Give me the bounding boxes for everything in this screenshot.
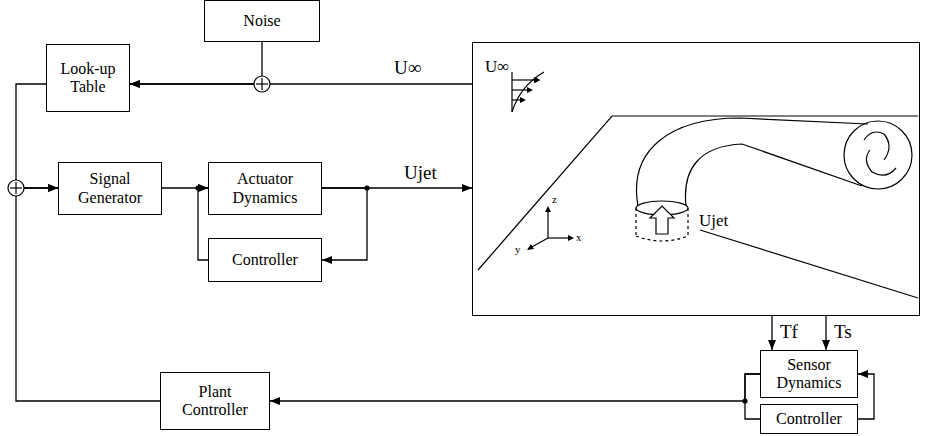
axis-label: y (515, 244, 521, 255)
signal-line (322, 187, 472, 188)
node-text: Controller (232, 251, 298, 269)
flow-domain-panel: U∞ Ujet (472, 42, 920, 316)
node-text: Signal Generator (64, 170, 156, 207)
signal-label: U∞ (392, 58, 423, 79)
signal-line (198, 188, 208, 260)
signal-line (16, 188, 160, 401)
signal-line (130, 83, 472, 84)
signal-label: Ts (832, 322, 854, 343)
noise-box: Noise (204, 0, 320, 42)
plant-controller-box: Plant Controller (160, 372, 270, 430)
node-text: Noise (243, 12, 280, 30)
signal-line (771, 316, 772, 350)
signal-line (270, 374, 760, 401)
lookup-table-box: Look-up Table (46, 44, 130, 112)
actuator-controller-box: Controller (208, 238, 322, 282)
node-text: Actuator Dynamics (214, 170, 316, 207)
signal-line (825, 316, 826, 350)
signal-generator-box: Signal Generator (58, 162, 162, 215)
sensor-box: Sensor Dynamics (760, 350, 858, 398)
signal-line (130, 42, 262, 84)
axis-label: z (552, 194, 557, 205)
sensor-controller-box: Controller (760, 404, 858, 434)
actuator-box: Actuator Dynamics (208, 162, 322, 215)
node-text: Controller (776, 410, 842, 428)
signal-line (858, 374, 874, 419)
node-text: U∞ (485, 57, 509, 77)
signal-label: Ujet (402, 163, 439, 184)
node-text: Look-up Table (52, 60, 124, 97)
node-text: Plant Controller (166, 383, 264, 420)
axis-label: x (576, 232, 582, 243)
signal-line (322, 188, 367, 260)
node-text: Sensor Dynamics (766, 356, 852, 393)
node-text: Ujet (699, 211, 728, 231)
signal-label: Tf (778, 322, 800, 343)
signal-line (745, 374, 760, 419)
